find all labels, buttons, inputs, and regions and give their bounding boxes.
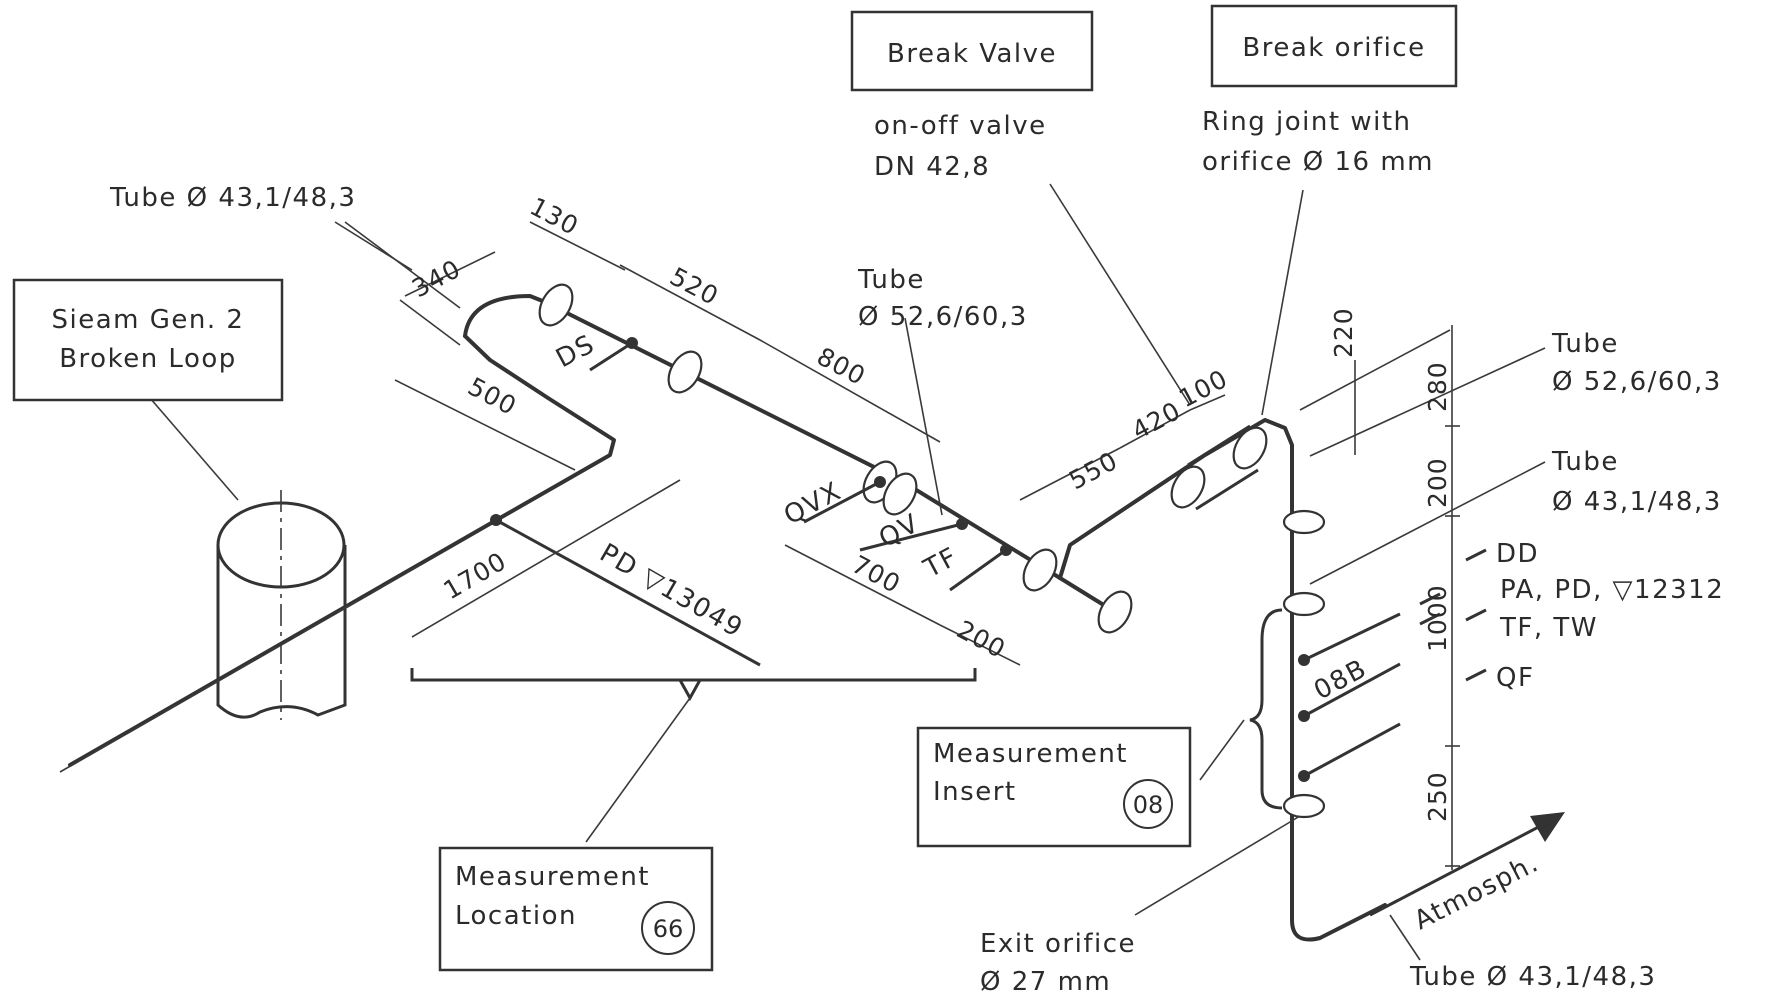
tube-small-top: Tube Ø 43,1/48,3 [109,183,356,213]
atmosphere-arrow [1369,812,1565,917]
tube-mid-1: Tube [857,265,925,295]
exit-orifice-flange [1282,793,1326,819]
meas-location-line2: Location [455,901,577,931]
tube-right1-1: Tube [1551,329,1619,359]
dim-500: 500 [463,372,521,421]
dim-200-vertical: 200 [1423,457,1452,508]
flange-qvx-b [882,472,918,516]
dim-1000: 1000 [1423,584,1452,652]
flange-4 [1097,590,1133,634]
steam-gen-line2: Broken Loop [59,344,237,374]
flange-v1 [1282,509,1326,535]
steam-gen-line1: Sieam Gen. 2 [52,305,245,335]
exit-orifice-2: Ø 27 mm [980,967,1111,997]
centerline [59,564,421,773]
tube-right1-2: Ø 52,6/60,3 [1552,367,1722,397]
meas-insert-num: 08 [1133,791,1164,819]
sensor-qvx: QVX [779,476,847,531]
flange-valve-a [1170,465,1206,509]
dim-800: 800 [812,342,870,391]
tube-right2-2: Ø 43,1/48,3 [1552,487,1722,517]
atmosph-label: Atmosph. [1410,848,1544,936]
meas-location-badge [641,901,695,955]
dim-520: 520 [665,262,723,311]
dim-250: 250 [1423,771,1452,822]
break-valve-title: Break Valve [887,39,1057,69]
tube-bottom: Tube Ø 43,1/48,3 [1409,962,1656,992]
break-valve-box: Break Valve [850,10,1094,92]
dim-420: 420 [1127,396,1185,445]
sensor-tf: TF [918,542,963,585]
flange-2 [667,350,703,394]
steam-generator-vessel [216,490,347,720]
meas-insert-line2: Insert [933,777,1017,807]
meas-location-num: 66 [653,915,684,943]
measurement-insert-box: Measurement Insert 08 [916,726,1192,848]
dim-340: 340 [407,254,465,303]
meas-insert-badge [1123,779,1173,829]
meas-insert-line1: Measurement [933,739,1128,769]
steam-generator-box: Sieam Gen. 2 Broken Loop [12,278,284,402]
sensor-qf: QF [1496,663,1534,693]
flange-v2 [1282,591,1326,617]
orifice-desc-2: orifice Ø 16 mm [1202,147,1434,177]
dim-280: 280 [1423,361,1452,412]
measurement-location-box: Measurement Location 66 [438,846,714,972]
valve-body [1187,424,1259,511]
dim-1700: 1700 [439,546,512,605]
annotations: on-off valve DN 42,8 Ring joint with ori… [109,107,1724,997]
leader-lines [149,183,1546,961]
dim-550: 550 [1064,446,1122,495]
sensor-08b: 08B [1309,654,1372,707]
break-orifice-title: Break orifice [1242,33,1425,63]
sensor-dd: DD [1496,539,1539,569]
sensor-leaders [495,341,1487,778]
flange-3 [1022,548,1058,592]
dimension-lines [394,221,1460,870]
valve-desc-2: DN 42,8 [874,152,990,182]
tube-mid-2: Ø 52,6/60,3 [858,302,1028,332]
flange-valve-b [1232,426,1268,470]
exit-orifice-1: Exit orifice [980,929,1136,959]
sensor-pa-pd: PA, PD, ▽12312 [1500,575,1724,605]
break-orifice-box: Break orifice [1210,4,1458,88]
flange-1 [538,283,574,327]
meas-location-line1: Measurement [455,862,650,892]
dim-100: 100 [1174,364,1232,413]
valve-desc-1: on-off valve [874,111,1047,141]
dim-220: 220 [1329,307,1358,358]
sensor-qv: QV [874,508,925,554]
sensor-pd: PD ▽13049 [595,538,749,644]
orifice-desc-1: Ring joint with [1202,107,1412,137]
sensor-tf-tw: TF, TW [1499,613,1598,643]
tube-right2-1: Tube [1551,447,1619,477]
